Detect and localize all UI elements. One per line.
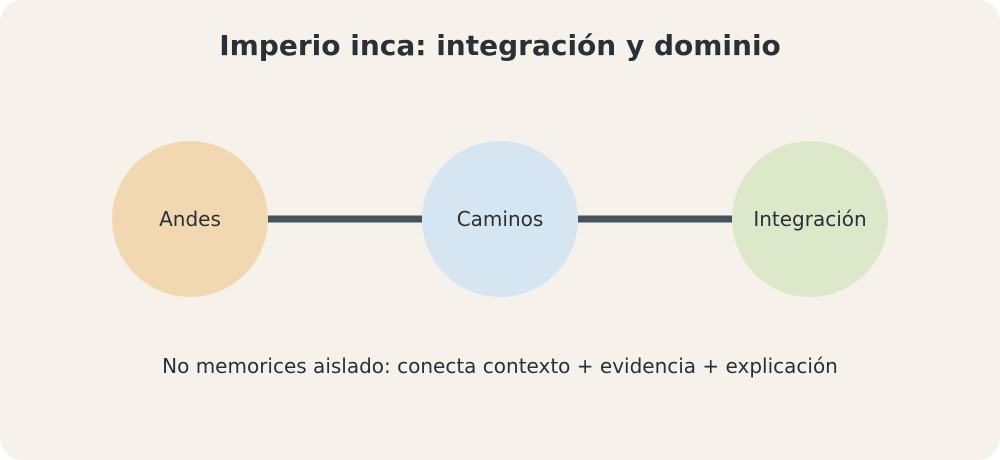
node-andes-circle bbox=[112, 141, 268, 297]
node-andes-label: Andes bbox=[159, 207, 221, 231]
node-caminos-circle bbox=[422, 141, 578, 297]
node-caminos-label: Caminos bbox=[457, 207, 544, 231]
footer-caption: No memorices aislado: conecta contexto +… bbox=[162, 354, 838, 378]
node-integracion-circle bbox=[732, 141, 888, 297]
node-caminos: Caminos bbox=[422, 141, 578, 297]
node-andes: Andes bbox=[112, 141, 268, 297]
node-integracion: Integración bbox=[732, 141, 888, 297]
node-integracion-label: Integración bbox=[753, 207, 866, 231]
diagram-title: Imperio inca: integración y dominio bbox=[219, 29, 781, 62]
